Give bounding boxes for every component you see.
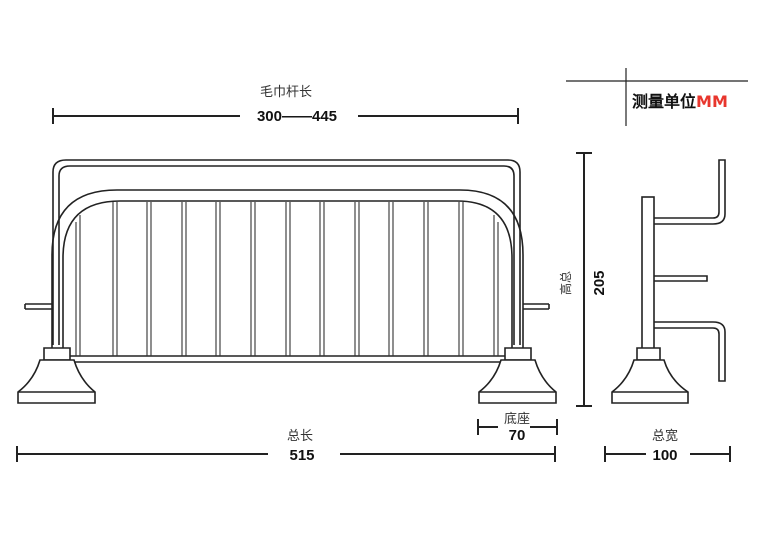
towel-bar-label: 毛巾杆长 bbox=[260, 85, 312, 100]
height-dimension bbox=[576, 152, 592, 407]
unit-suffix: MM bbox=[696, 92, 728, 111]
towel-bar-dimension bbox=[52, 108, 519, 124]
left-foot-base bbox=[17, 347, 96, 404]
height-label: 高总 bbox=[558, 271, 573, 295]
unit-box-lines bbox=[566, 68, 748, 126]
total-width-label: 总宽 bbox=[652, 428, 678, 444]
barrier-infill-bars bbox=[75, 202, 499, 356]
barrier-side-view bbox=[641, 159, 726, 382]
base-dimension bbox=[477, 419, 558, 435]
side-foot-base bbox=[611, 347, 689, 404]
base-label: 底座 bbox=[504, 411, 530, 427]
total-width-value: 100 bbox=[652, 447, 677, 464]
unit-prefix: 测量单位 bbox=[632, 92, 696, 111]
unit-label: 测量单位MM bbox=[632, 92, 728, 111]
total-length-label: 总长 bbox=[287, 429, 313, 444]
towel-bar-value: 300——445 bbox=[257, 108, 337, 125]
total-length-dimension bbox=[16, 446, 556, 462]
right-foot-base bbox=[478, 347, 557, 404]
height-value: 205 bbox=[591, 270, 608, 295]
total-width-dimension bbox=[604, 446, 731, 462]
base-value: 70 bbox=[509, 427, 526, 444]
barrier-front-view bbox=[24, 159, 550, 363]
total-length-value: 515 bbox=[289, 447, 314, 464]
